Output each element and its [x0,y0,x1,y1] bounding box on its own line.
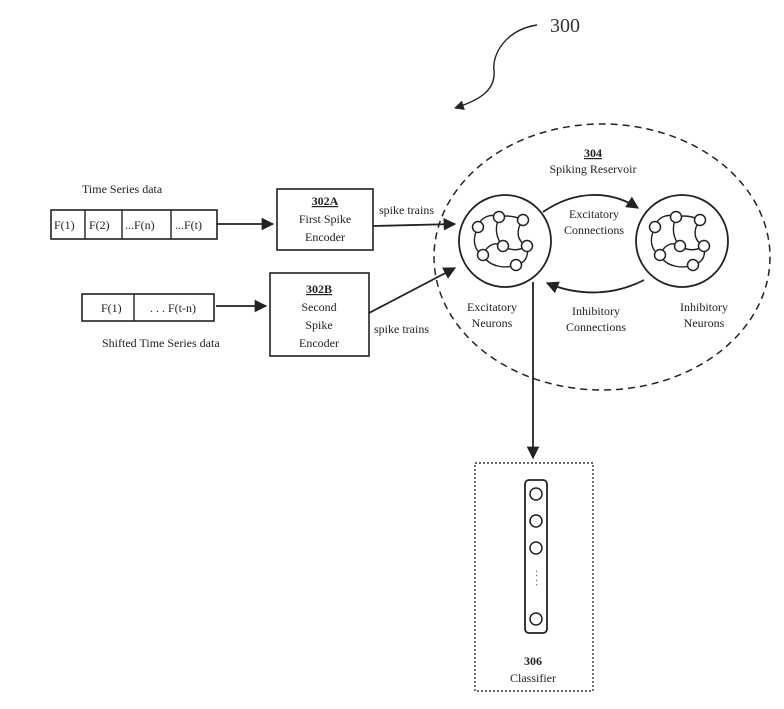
classifier-title: Classifier [510,671,556,685]
reservoir-neuron [648,220,662,234]
encoder-b-id: 302B [306,282,332,296]
encoder-a-line: Encoder [305,230,345,244]
reservoir-neuron [693,213,707,227]
encoder-a-id: 302A [312,194,339,208]
time-series-caption: Time Series data [82,182,163,196]
encoder-a-line: First Spike [299,212,351,226]
excitatory-connections-arrow [542,194,640,213]
inhibitory-neuron-cluster [635,194,729,288]
encoder-b-line: Second [301,300,336,314]
figure-reference-arrow [454,24,538,110]
shifted-series-cell: F(1) [101,301,122,315]
time-series-table: F(1) F(2) ...F(n) ...F(t) [50,209,218,240]
encoder-b-line: Spike [305,318,332,332]
reservoir-neuron [520,239,534,253]
reservoir-neuron [653,248,667,262]
encoder-b-box [269,272,370,357]
shifted-series-table: F(1) . . . F(t-n) [81,293,215,322]
excitatory-cluster-boundary [458,194,552,288]
inhibitory-connections-label: Connections [566,320,626,334]
reservoir-neuron [686,258,700,272]
classifier-neuron [529,514,543,528]
reservoir-neuron [496,239,510,253]
reservoir-neuron [471,220,485,234]
classifier-block: . . . . 306 Classifier [474,462,594,692]
inhibitory-connections-label: Inhibitory [572,304,620,318]
reservoir-neuron [516,213,530,227]
spiking-reservoir-boundary [433,123,771,391]
spike-trains-label-a: spike trains [379,203,434,217]
classifier-neuron [529,487,543,501]
time-series-border [50,209,218,240]
reservoir-id: 304 [584,146,602,160]
time-series-cell: F(2) [89,218,110,232]
time-series-cell: ...F(t) [175,218,202,232]
excitatory-label: Neurons [472,316,513,330]
inhibitory-label: Inhibitory [680,300,728,314]
classifier-ellipsis: . . . . [534,570,544,586]
spike-trains-edge-a [372,217,457,231]
figure-reference-number: 300 [550,15,580,37]
first-spike-encoder: 302A First Spike Encoder [276,188,374,251]
shifted-series-border [81,293,215,322]
neuron-network [471,210,534,272]
shifted-series-caption: Shifted Time Series data [102,336,220,350]
excitatory-connections-label: Excitatory [569,207,619,221]
excitatory-label: Excitatory [467,300,517,314]
reservoir-neuron [669,210,683,224]
spike-trains-edge-b [368,267,457,314]
spike-trains-label-b: spike trains [374,322,429,336]
classifier-boundary [474,462,594,692]
classifier-layer [524,479,548,634]
inhibitory-cluster-boundary [635,194,729,288]
reservoir-title: Spiking Reservoir [550,162,637,176]
encoder-a-box [276,188,374,251]
reservoir-neuron [673,239,687,253]
encoder-b-line: Encoder [299,336,339,350]
inhibitory-label: Neurons [684,316,725,330]
classifier-id: 306 [524,654,542,668]
classifier-neuron [529,612,543,626]
time-series-cell: F(1) [54,218,75,232]
neuron-network [648,210,711,272]
classifier-neuron [529,541,543,555]
reservoir-neuron [697,239,711,253]
reservoir-neuron [476,248,490,262]
inhibitory-connections-arrow [545,279,645,294]
second-spike-encoder: 302B Second Spike Encoder [269,272,370,357]
excitatory-connections-label: Connections [564,223,624,237]
reservoir-neuron [492,210,506,224]
reservoir-neuron [509,258,523,272]
time-series-cell: ...F(n) [125,218,155,232]
shifted-series-cell: . . . F(t-n) [150,301,196,315]
excitatory-neuron-cluster [458,194,552,288]
